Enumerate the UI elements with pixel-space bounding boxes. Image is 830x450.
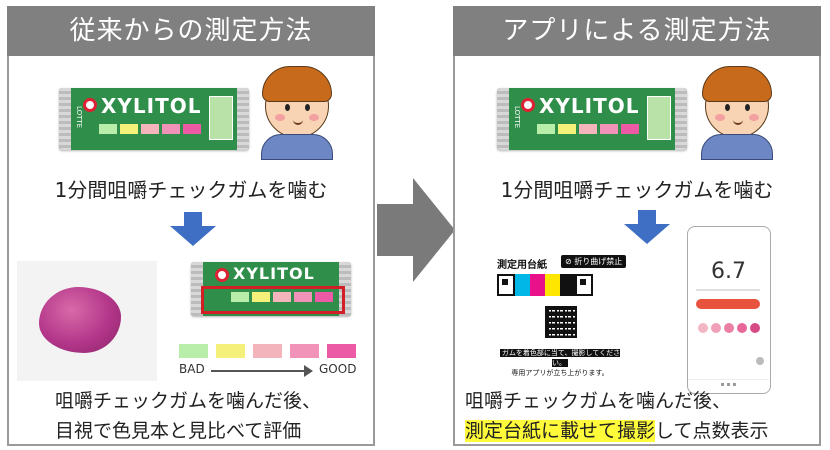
scale-arrow-icon (211, 365, 313, 377)
chewed-gum-photo (17, 261, 157, 381)
scale-good-label: GOOD (319, 362, 357, 376)
step2-line2: 測定台紙に載せて撮影して点数表示 (465, 416, 829, 446)
color-sample (179, 344, 208, 358)
sheet-title: 測定用台紙 (497, 260, 547, 271)
step2-rest: して点数表示 (655, 420, 769, 442)
chewing-boy-illustration (687, 60, 787, 160)
corner-marker-icon (497, 274, 515, 296)
panel-body: LOTTE XYLITOL 1分間咀嚼チェックガムを噛む XYLITOL (7, 56, 375, 446)
smartphone-app-screen: 6.7 (687, 226, 771, 394)
color-sample (216, 344, 245, 358)
down-arrow-icon (170, 212, 216, 246)
step2-highlight: 測定台紙に載せて撮影 (465, 420, 656, 442)
gum-brand-text: XYLITOL (233, 264, 315, 283)
color-sample (290, 344, 319, 358)
gum-label (209, 96, 233, 140)
gum-color-swatches (231, 292, 333, 302)
app-method-panel: アプリによる測定方法 LOTTE XYLITOL 1分間咀嚼チェックガムを噛む … (453, 6, 821, 446)
scale-bad-label: BAD (179, 362, 205, 376)
panel-header: アプリによる測定方法 (453, 6, 821, 56)
sheet-note-line2: 専用アプリが立ち上がります。 (511, 369, 609, 377)
phone-action-button (696, 299, 760, 309)
panel-body: LOTTE XYLITOL 1分間咀嚼チェックガムを噛む 測定用台紙 ⊘ 折り曲… (453, 56, 821, 446)
phone-divider (696, 289, 760, 291)
step1-caption: 1分間咀嚼チェックガムを噛む (54, 178, 328, 202)
gum-brand-text: XYLITOL (539, 94, 640, 118)
no-fold-badge: ⊘ 折り曲げ禁止 (561, 255, 627, 268)
gum-package-compare-image: XYLITOL (191, 262, 351, 316)
right-arrow-icon (377, 178, 455, 282)
color-sample-scale (179, 344, 356, 358)
sheet-note-line1: ガムを着色部に当て、撮影してください。 (499, 349, 621, 367)
gum-package-image: LOTTE XYLITOL (59, 88, 249, 150)
step2-caption: 咀嚼チェックガムを噛んだ後、 目視で色見本と見比べて評価 (55, 386, 419, 446)
sheet-note: ガムを着色部に当て、撮影してください。 専用アプリが立ち上がります。 (495, 348, 625, 378)
measurement-sheet: 測定用台紙 ⊘ 折り曲げ禁止 ガムを着色部に当て、撮影してください。 専用アプリ… (495, 255, 627, 378)
phone-help-icon (756, 357, 764, 365)
gum-side-text: LOTTE (75, 106, 83, 129)
gum-logo-icon (215, 268, 229, 282)
gum-color-swatches (99, 124, 201, 134)
step2-caption: 咀嚼チェックガムを噛んだ後、 測定台紙に載せて撮影して点数表示 (465, 386, 829, 446)
color-sample (327, 344, 356, 358)
corner-marker-icon (575, 274, 593, 296)
gum-logo-icon (83, 98, 97, 112)
calibration-strip (497, 274, 593, 296)
phone-color-dots (698, 323, 760, 333)
gum-logo-icon (521, 98, 535, 112)
gum-side-text: LOTTE (513, 106, 521, 129)
step1-caption: 1分間咀嚼チェックガムを噛む (500, 178, 774, 202)
gum-package-image: LOTTE XYLITOL (497, 88, 687, 150)
chewing-boy-illustration (247, 60, 347, 160)
swatch-highlight-box (201, 286, 345, 314)
phone-header-bar (688, 237, 769, 243)
step2-line1: 咀嚼チェックガムを噛んだ後、 (465, 390, 732, 412)
qr-code-icon (545, 306, 577, 338)
down-arrow-icon (624, 210, 670, 244)
phone-nav-bar (688, 379, 769, 389)
panel-header: 従来からの測定方法 (7, 6, 375, 56)
gum-label (647, 96, 671, 140)
gum-brand-text: XYLITOL (101, 94, 202, 118)
chewed-gum-icon (39, 287, 121, 353)
step2-line1: 咀嚼チェックガムを噛んだ後、 (55, 390, 322, 412)
traditional-method-panel: 従来からの測定方法 LOTTE XYLITOL 1分間咀嚼チェックガムを噛む (7, 6, 375, 446)
step2-line2: 目視で色見本と見比べて評価 (55, 420, 302, 442)
gum-color-swatches (537, 124, 639, 134)
chewing-score: 6.7 (711, 259, 746, 284)
color-sample (253, 344, 282, 358)
